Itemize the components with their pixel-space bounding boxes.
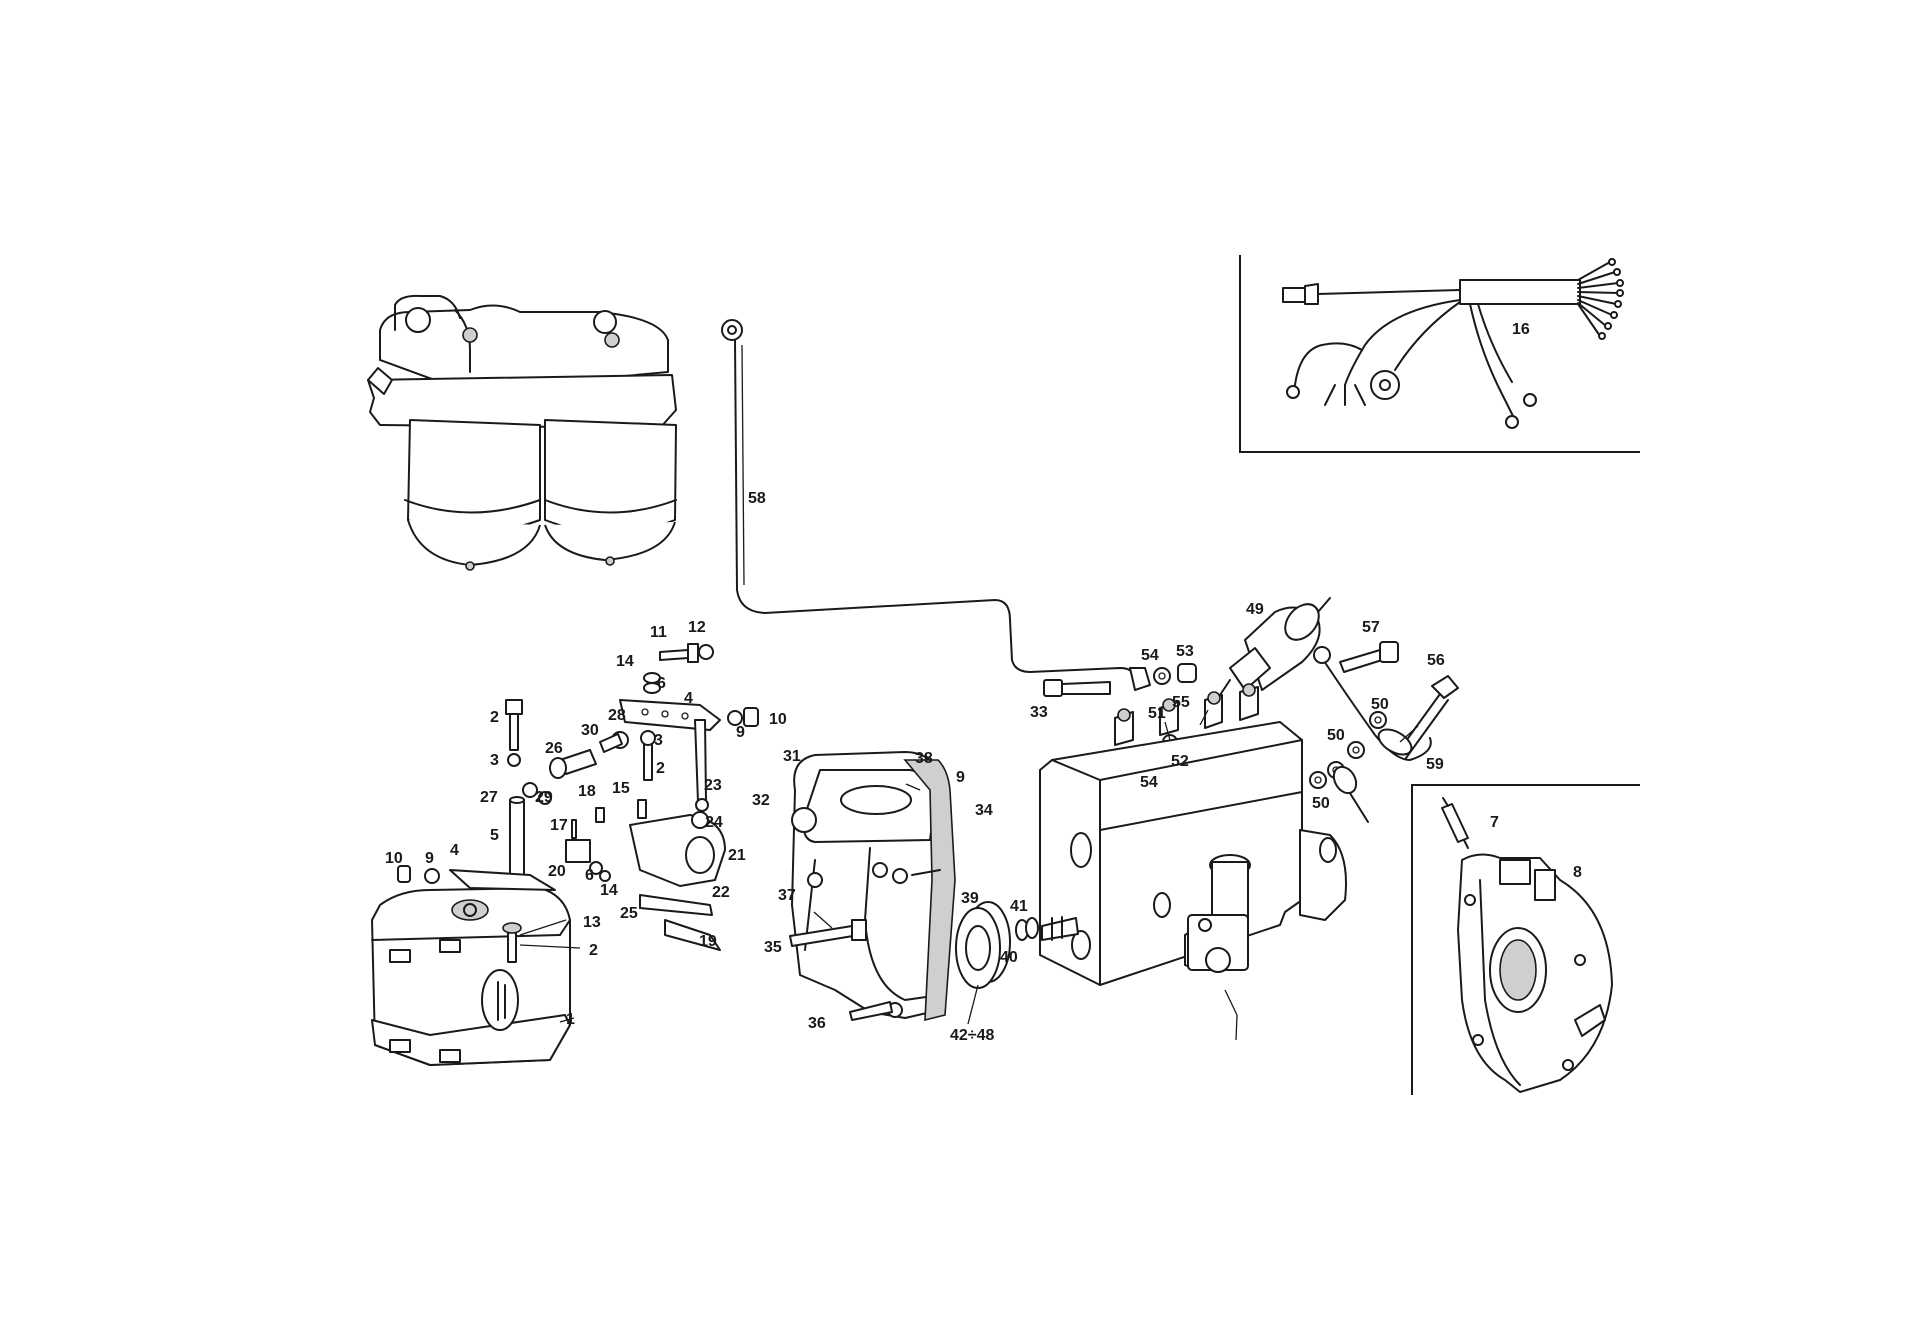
callout-27: 27 — [480, 789, 498, 806]
callout-13: 13 — [583, 914, 601, 931]
callout-33: 33 — [1030, 704, 1048, 721]
callout-8: 8 — [1573, 864, 1582, 881]
callout-5: 5 — [490, 827, 499, 844]
callout-6-b: 6 — [585, 867, 594, 884]
callout-34: 34 — [975, 802, 993, 819]
callout-14-a: 14 — [616, 653, 634, 670]
callout-53: 53 — [1176, 643, 1194, 660]
callout-11: 11 — [650, 624, 667, 641]
callout-14-b: 14 — [600, 882, 618, 899]
callout-49: 49 — [1246, 601, 1264, 618]
callout-26: 26 — [545, 740, 563, 757]
callout-38: 38 — [915, 750, 933, 767]
callout-54-a: 54 — [1141, 647, 1159, 664]
callout-28: 28 — [608, 707, 626, 724]
callout-19: 19 — [699, 933, 717, 950]
callout-17: 17 — [550, 817, 568, 834]
fuel-pipe-58 — [721, 319, 1151, 691]
callout-20: 20 — [548, 863, 566, 880]
fuel-filter-assembly — [367, 294, 677, 571]
callout-labels: 58 49 57 56 54 53 33 51 55 52 54 50 50 5… — [385, 321, 1582, 1044]
callout-4-b: 4 — [450, 842, 459, 859]
callout-10-b: 10 — [385, 850, 403, 867]
callout-6-a: 6 — [657, 675, 666, 692]
callout-1: 1 — [566, 1011, 575, 1028]
callout-7: 7 — [1490, 814, 1499, 831]
callout-57: 57 — [1362, 619, 1380, 636]
callout-56: 56 — [1427, 652, 1445, 669]
callout-52: 52 — [1171, 753, 1189, 770]
callout-22: 22 — [712, 884, 730, 901]
callout-18: 18 — [578, 783, 596, 800]
callout-4-a: 4 — [684, 690, 693, 707]
callout-50-a: 50 — [1371, 696, 1389, 713]
callout-30: 30 — [581, 722, 599, 739]
callout-39: 39 — [961, 890, 979, 907]
callout-42-48: 42÷48 — [950, 1027, 994, 1044]
wiring-harness-inset — [1239, 255, 1640, 453]
callout-21: 21 — [728, 847, 746, 864]
callout-37: 37 — [778, 887, 796, 904]
callout-55: 55 — [1172, 694, 1190, 711]
callout-9-a: 9 — [736, 724, 745, 741]
harness-wire-ends — [1577, 258, 1624, 340]
callout-59: 59 — [1426, 756, 1444, 773]
callout-36: 36 — [808, 1015, 826, 1032]
callout-16: 16 — [1512, 321, 1530, 338]
callout-35: 35 — [764, 939, 782, 956]
callout-10-a: 10 — [769, 711, 787, 728]
callout-50-c: 50 — [1312, 795, 1330, 812]
pump-elements — [1114, 683, 1259, 746]
callout-24: 24 — [705, 814, 723, 831]
feed-pump — [371, 865, 571, 1066]
callout-9-b: 9 — [425, 850, 434, 867]
callout-41: 41 — [1010, 898, 1028, 915]
governor-housing — [789, 751, 1039, 1022]
leader-lines — [519, 709, 1419, 1041]
callout-50-b: 50 — [1327, 727, 1345, 744]
callout-2-a: 2 — [490, 709, 499, 726]
injection-pump — [1039, 683, 1347, 986]
callout-23: 23 — [704, 777, 722, 794]
callout-3-a: 3 — [490, 752, 499, 769]
flywheel-housing-inset — [1411, 784, 1640, 1095]
callout-2-c: 2 — [589, 942, 598, 959]
callout-3-b: 3 — [654, 732, 663, 749]
callout-12: 12 — [688, 619, 706, 636]
pump-top-hardware — [1043, 597, 1459, 823]
callout-29: 29 — [535, 789, 553, 806]
callout-40: 40 — [1000, 949, 1018, 966]
callout-25: 25 — [620, 905, 638, 922]
callout-58: 58 — [748, 490, 766, 507]
callout-32: 32 — [752, 792, 770, 809]
callout-15: 15 — [612, 780, 630, 797]
callout-2-b: 2 — [656, 760, 665, 777]
callout-51: 51 — [1148, 705, 1166, 722]
callout-54-b: 54 — [1140, 774, 1158, 791]
callout-9-c: 9 — [956, 769, 965, 786]
callout-31: 31 — [783, 748, 801, 765]
